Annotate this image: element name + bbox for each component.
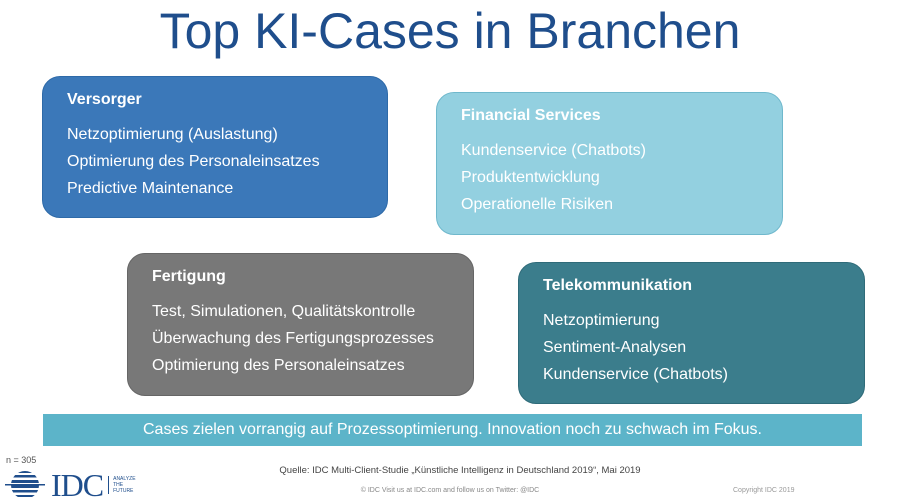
visit-note: © IDC Visit us at IDC.com and follow us …	[360, 487, 540, 494]
globe-icon	[5, 471, 45, 497]
list-item: Überwachung des Fertigungsprozesses	[152, 330, 434, 347]
box-heading: Fertigung	[152, 268, 226, 285]
source-note: Quelle: IDC Multi-Client-Studie „Künstli…	[279, 465, 641, 476]
list-item: Netzoptimierung	[543, 312, 660, 329]
list-item: Produktentwicklung	[461, 169, 600, 186]
box-heading: Versorger	[67, 91, 142, 108]
copyright: Copyright IDC 2019	[733, 487, 795, 494]
telekommunikation-box: Telekommunikation Netzoptimierung Sentim…	[518, 262, 865, 404]
box-heading: Financial Services	[461, 107, 601, 124]
fertigung-box: Fertigung Test, Simulationen, Qualitätsk…	[127, 253, 474, 396]
summary-banner: Cases zielen vorrangig auf Prozessoptimi…	[43, 414, 862, 446]
logo-text: IDC	[51, 467, 104, 503]
list-item: Netzoptimierung (Auslastung)	[67, 126, 278, 143]
list-item: Kundenservice (Chatbots)	[543, 366, 728, 383]
sample-size: n = 305	[6, 455, 37, 465]
page-title: Top KI-Cases in Branchen	[159, 3, 741, 59]
list-item: Optimierung des Personaleinsatzes	[67, 153, 320, 170]
list-item: Sentiment-Analysen	[543, 339, 687, 356]
list-item: Predictive Maintenance	[67, 180, 234, 197]
financial-services-box: Financial Services Kundenservice (Chatbo…	[436, 92, 783, 235]
list-item: Test, Simulationen, Qualitätskontrolle	[152, 303, 416, 320]
versorger-box: Versorger Netzoptimierung (Auslastung) O…	[42, 76, 388, 218]
list-item: Operationelle Risiken	[461, 196, 614, 213]
list-item: Optimierung des Personaleinsatzes	[152, 357, 405, 374]
box-heading: Telekommunikation	[543, 277, 693, 294]
list-item: Kundenservice (Chatbots)	[461, 142, 646, 159]
